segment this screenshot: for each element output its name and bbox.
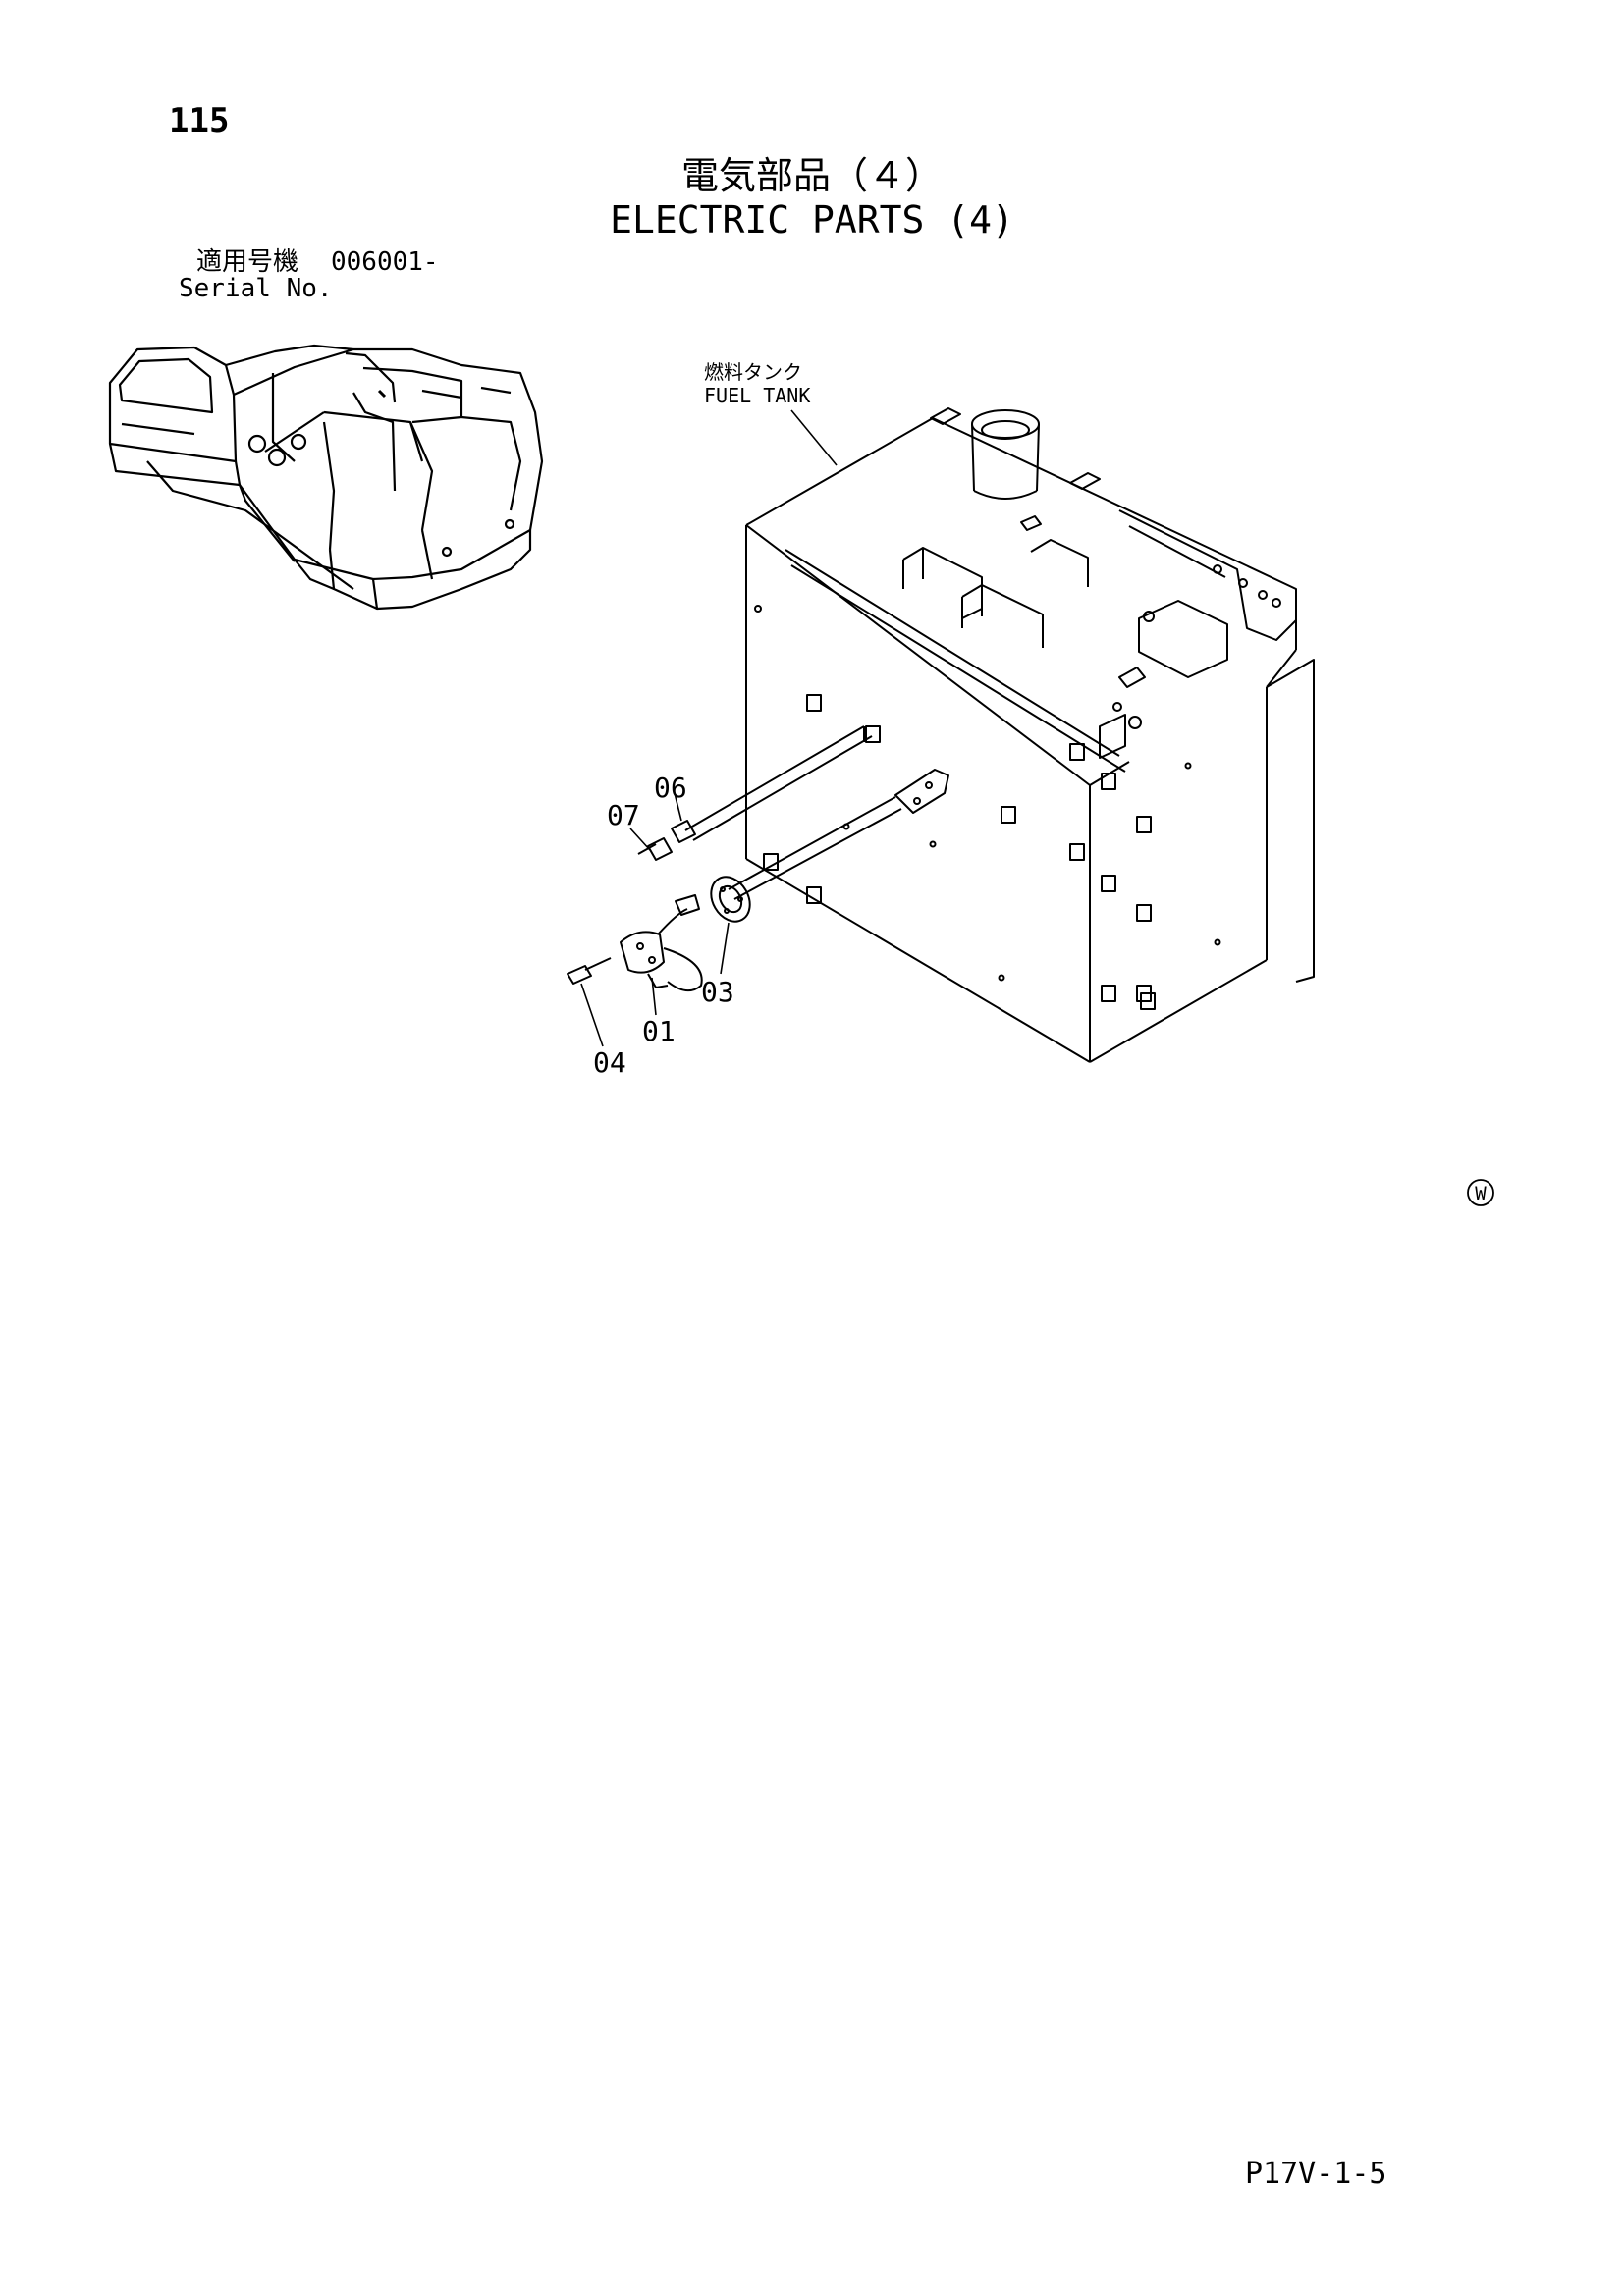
- mark-letter: W: [1475, 1183, 1487, 1204]
- machine-overview-illustration: [108, 344, 544, 611]
- page-title-japanese: 電気部品（４）: [680, 154, 943, 197]
- callout-part-04: 04: [593, 1046, 626, 1079]
- page-title-english: ELECTRIC PARTS (4): [610, 198, 1014, 241]
- callout-part-06: 06: [654, 772, 687, 804]
- circled-w-mark: W: [1467, 1179, 1494, 1206]
- fuel-sensor-parts: [567, 820, 751, 992]
- callout-fuel-tank-en: FUEL TANK: [704, 384, 810, 407]
- callout-part-07: 07: [607, 799, 640, 831]
- leader-lines: [580, 409, 838, 1047]
- serial-label-english: Serial No.: [179, 274, 333, 303]
- page-reference-code: P17V-1-5: [1245, 2157, 1387, 2191]
- callout-fuel-tank-ja: 燃料タンク: [704, 360, 802, 384]
- serial-number-value: 006001-: [331, 247, 439, 277]
- callout-part-03: 03: [701, 976, 734, 1008]
- serial-label-japanese: 適用号機: [196, 247, 299, 277]
- page-number: 115: [169, 101, 230, 140]
- fuel-tank-illustration: [684, 407, 1315, 1063]
- callout-part-01: 01: [642, 1015, 676, 1047]
- callout-labels: 燃料タンク FUEL TANK 06 07 03 01 04: [593, 360, 810, 1079]
